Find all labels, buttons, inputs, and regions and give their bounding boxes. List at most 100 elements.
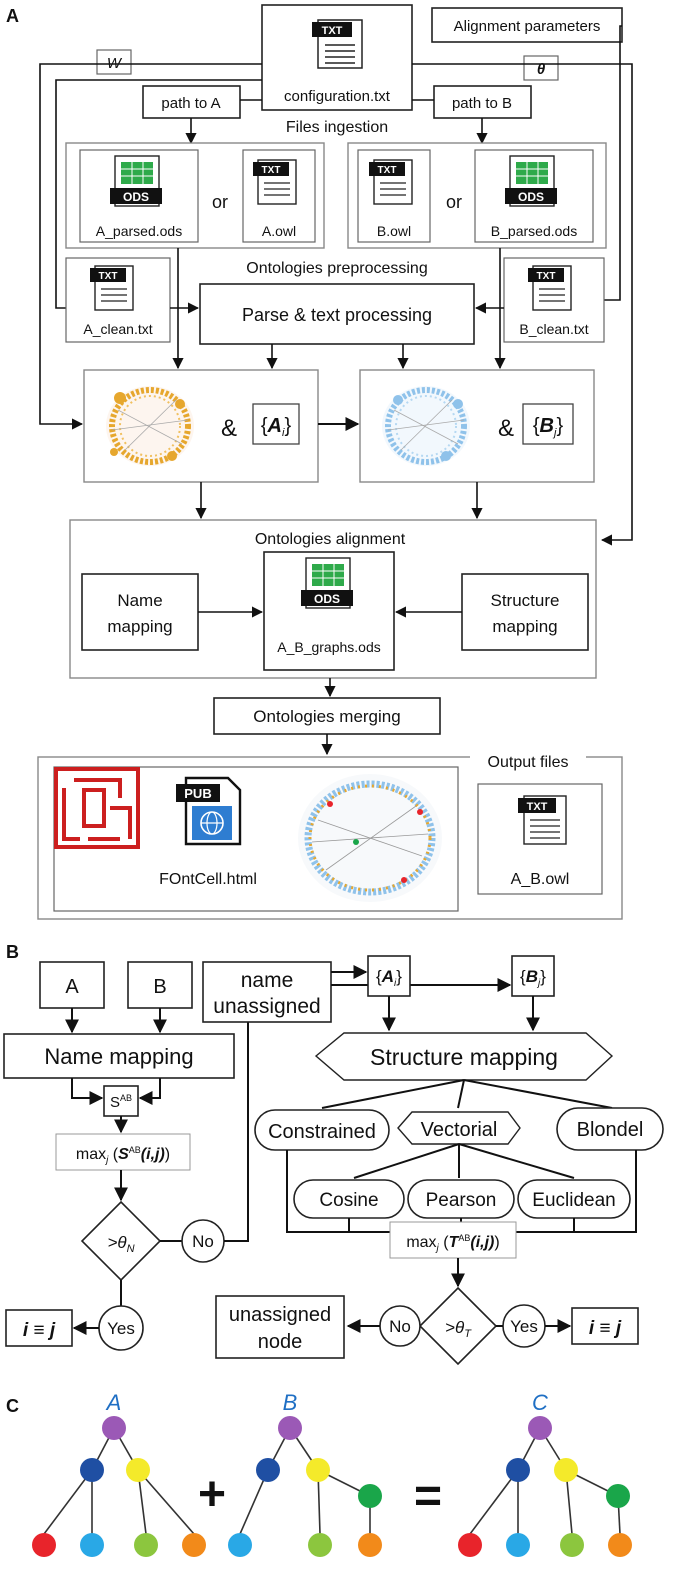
cosine-node: Cosine — [293, 1179, 405, 1219]
svg-text:>θN: >θN — [107, 1233, 134, 1255]
ods-file-icon: ODS — [301, 557, 353, 609]
graphs-ods-node: ODS A_B_graphs.ods — [263, 551, 395, 671]
tree-b-yellow — [306, 1458, 330, 1482]
txt-file-icon: TXT — [518, 795, 567, 845]
path-to-b-node: path to B — [433, 85, 532, 119]
name-mapping-node: Name mapping — [81, 573, 199, 651]
a-parsed-ods-node: ODS A_parsed.ods — [79, 149, 199, 243]
svg-text:Structure mapping: Structure mapping — [370, 1044, 558, 1070]
svg-text:ODS: ODS — [518, 190, 544, 204]
svg-text:&: & — [221, 415, 237, 442]
svg-text:B_parsed.ods: B_parsed.ods — [491, 223, 577, 239]
svg-text:A: A — [65, 976, 79, 998]
configuration-node: TXT configuration.txt — [261, 4, 413, 111]
svg-text:TXT: TXT — [527, 801, 548, 813]
svg-text:unassigned: unassigned — [213, 995, 320, 1018]
tree-c-red — [458, 1533, 482, 1557]
node-a-box: A — [39, 961, 105, 1009]
svg-text:Alignment parameters: Alignment parameters — [454, 18, 601, 35]
tree-b — [228, 1416, 382, 1557]
svg-text:Yes: Yes — [107, 1319, 135, 1338]
panel-c-label: C — [6, 1396, 19, 1416]
yes-node-right: Yes — [502, 1304, 546, 1348]
svg-text:Name: Name — [117, 591, 162, 610]
tree-a-red — [32, 1533, 56, 1557]
fontcell-file-label: FOntCell.html — [159, 871, 257, 888]
blondel-node: Blondel — [556, 1107, 664, 1151]
structure-mapping-hexagon: Structure mapping — [314, 1032, 614, 1081]
svg-text:TXT: TXT — [378, 165, 397, 176]
alignment-parameters-node: Alignment parameters — [431, 7, 623, 43]
svg-text:node: node — [258, 1331, 303, 1353]
svg-text:θ: θ — [537, 61, 546, 78]
set-b-j-box: {Bj} — [511, 955, 555, 997]
tree-a-blue — [80, 1458, 104, 1482]
svg-text:path to B: path to B — [452, 95, 512, 112]
tree-c-blue — [506, 1458, 530, 1482]
tree-b-green — [358, 1484, 382, 1508]
or-text-b: or — [446, 192, 462, 212]
svg-text:&: & — [498, 415, 514, 442]
svg-text:A_B_graphs.ods: A_B_graphs.ods — [277, 639, 381, 655]
pub-file-icon: PUB — [176, 776, 242, 846]
svg-text:B: B — [153, 976, 166, 998]
txt-file-icon: TXT — [528, 265, 572, 311]
svg-text:mapping: mapping — [492, 617, 557, 636]
yes-node-left: Yes — [98, 1305, 144, 1351]
svg-text:A.owl: A.owl — [262, 223, 296, 239]
max-s-box: maxj (SAB(i,j)) — [55, 1133, 191, 1171]
svg-text:{Bj}: {Bj} — [520, 967, 546, 989]
node-b-box: B — [127, 961, 193, 1009]
tree-b-cyan — [228, 1533, 252, 1557]
svg-text:path to A: path to A — [161, 95, 220, 112]
pearson-node: Pearson — [407, 1179, 515, 1219]
vectorial-node: Vectorial — [397, 1111, 521, 1145]
svg-text:B.owl: B.owl — [377, 223, 411, 239]
tree-a — [32, 1416, 206, 1557]
tree-c-lime — [560, 1533, 584, 1557]
svg-text:{Ai}: {Ai} — [376, 967, 402, 989]
equivalence-box-left: i ≡ j — [5, 1309, 73, 1347]
ontology-graph-a-image — [106, 386, 194, 466]
preprocessing-title: Ontologies preprocessing — [246, 260, 427, 277]
equals-sign: = — [414, 1470, 442, 1523]
structure-mapping-node: Structure mapping — [461, 573, 589, 651]
svg-text:B_clean.txt: B_clean.txt — [519, 321, 588, 337]
svg-text:i ≡ j: i ≡ j — [589, 1318, 622, 1339]
svg-text:Constrained: Constrained — [268, 1121, 376, 1143]
svg-text:TXT: TXT — [322, 25, 343, 37]
merging-node: Ontologies merging — [213, 697, 441, 735]
name-unassigned-box: name unassigned — [202, 961, 332, 1023]
tree-b-title: B — [283, 1390, 298, 1415]
txt-file-icon: TXT — [312, 19, 363, 69]
tree-a-root — [102, 1416, 126, 1440]
svg-text:unassigned: unassigned — [229, 1304, 331, 1326]
no-node-left: No — [181, 1219, 225, 1263]
ontology-graph-b-image — [382, 386, 470, 466]
svg-text:No: No — [389, 1317, 411, 1336]
set-a-i-box: {Ai} — [367, 955, 411, 997]
max-t-box: maxj (TAB(i,j)) — [389, 1221, 517, 1259]
panel-a-label: A — [6, 6, 19, 26]
config-file-label: configuration.txt — [284, 88, 391, 105]
svg-text:maxj (SAB(i,j)): maxj (SAB(i,j)) — [76, 1145, 170, 1166]
tree-c — [458, 1416, 632, 1557]
tree-a-lime — [134, 1533, 158, 1557]
no-node-right: No — [379, 1305, 421, 1347]
b-parsed-ods-node: ODS B_parsed.ods — [474, 149, 594, 243]
output-files-title: Output files — [488, 754, 569, 771]
tree-c-title: C — [532, 1390, 548, 1415]
s-ab-box: SAB — [103, 1085, 139, 1117]
plus-sign: + — [198, 1468, 226, 1521]
svg-text:i ≡ j: i ≡ j — [23, 1320, 56, 1341]
svg-text:Ontologies merging: Ontologies merging — [253, 707, 400, 726]
tree-a-cyan — [80, 1533, 104, 1557]
svg-text:ODS: ODS — [314, 592, 340, 606]
svg-text:Yes: Yes — [510, 1317, 538, 1336]
svg-text:ODS: ODS — [123, 190, 149, 204]
svg-text:mapping: mapping — [107, 617, 172, 636]
files-ingestion-title: Files ingestion — [286, 119, 388, 136]
tree-a-title: A — [105, 1390, 122, 1415]
svg-text:Euclidean: Euclidean — [532, 1190, 615, 1211]
ods-file-icon: ODS — [505, 155, 557, 207]
